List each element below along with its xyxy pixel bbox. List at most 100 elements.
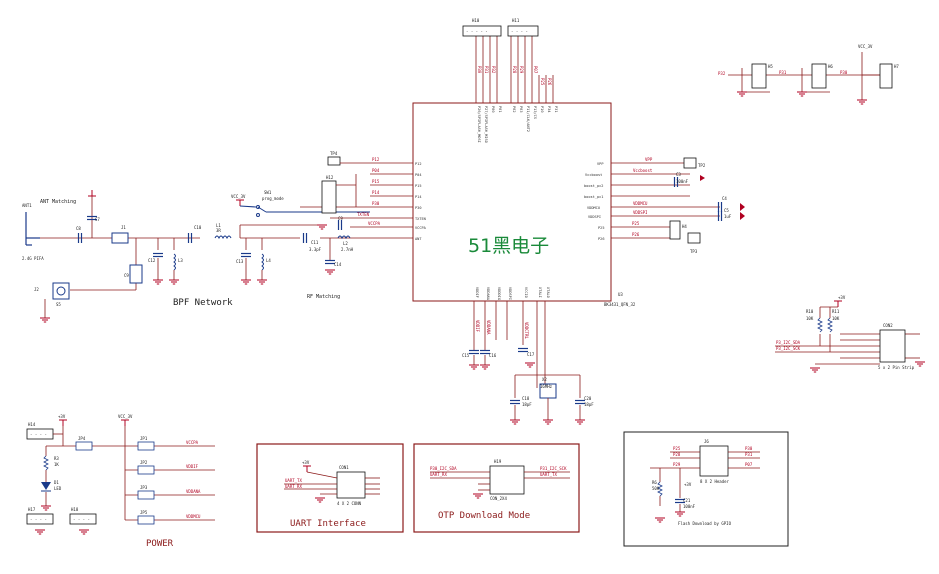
net-flash-p31: P31 bbox=[745, 452, 753, 457]
net-p31-tr: P31 bbox=[779, 70, 787, 75]
label-h12: H12 bbox=[326, 175, 334, 180]
gnd-arrows-right bbox=[700, 175, 745, 220]
ground-icon bbox=[524, 362, 536, 368]
label-c7: C7 bbox=[95, 217, 100, 222]
net-bot-1: VDDANA bbox=[486, 320, 491, 335]
label-tp3: TP3 bbox=[690, 249, 698, 254]
label-r11-val: 10K bbox=[832, 316, 840, 321]
capacitor-c11 bbox=[302, 232, 308, 244]
label-con-2x4: CON_2X4 bbox=[490, 496, 507, 501]
net-otp-tx: UART_TX bbox=[540, 472, 557, 477]
label-c9: C9 bbox=[124, 273, 129, 278]
pin-bot-4: VCCIO bbox=[524, 287, 528, 298]
vcc-label-con2: +3V bbox=[838, 295, 846, 300]
vcc3v-label-power: VCC_3V bbox=[118, 414, 133, 419]
ground-icon bbox=[509, 419, 521, 425]
svg-text:- - - -: - - - - bbox=[30, 432, 47, 437]
ground-icon bbox=[796, 91, 808, 97]
label-h18b: H18 bbox=[71, 507, 79, 512]
section-ant-matching: ANT Matching bbox=[40, 199, 76, 205]
label-r10: R10 bbox=[806, 309, 814, 314]
label-c9b: C9 bbox=[338, 216, 343, 221]
net-uart-tx: UART_TX bbox=[285, 478, 302, 483]
label-c14: C14 bbox=[334, 262, 342, 267]
net-p04: P04 bbox=[372, 168, 380, 173]
net-power-vddana: VDDANA bbox=[186, 489, 201, 494]
label-tp4: TP4 bbox=[330, 151, 338, 156]
pin-left-1: P04 bbox=[415, 173, 422, 177]
label-x2-val: 16MHz bbox=[540, 384, 553, 389]
net-p32-tr: P32 bbox=[718, 71, 726, 76]
ic-right-pins bbox=[611, 162, 720, 239]
ground-icon bbox=[34, 529, 46, 535]
ic-bottom-pins bbox=[473, 301, 546, 375]
net-con2-sda: P3_I2C_SDA bbox=[776, 340, 801, 345]
vcc-label-power: +3V bbox=[58, 414, 66, 419]
label-h5: H5 bbox=[768, 64, 773, 69]
uart-interface-box bbox=[256, 443, 404, 533]
pin-left-7: ANT bbox=[415, 237, 422, 241]
pin-left-6: VCCPA bbox=[415, 226, 427, 230]
svg-text:- - - -: - - - - bbox=[73, 517, 90, 522]
capacitor-c18 bbox=[509, 399, 521, 405]
pin-top-8: P10 bbox=[540, 106, 544, 113]
label-jp4: JP4 bbox=[78, 436, 86, 441]
pin-top-0: P26/SPIFLASH_MOSI bbox=[477, 106, 481, 143]
label-c16: C16 bbox=[489, 353, 497, 358]
net-flash-p07: P07 bbox=[745, 462, 753, 467]
jumper-jp4 bbox=[75, 441, 93, 451]
label-h17: H17 bbox=[28, 507, 36, 512]
net-bot-2: VDDCTRL bbox=[524, 322, 529, 339]
connector-con2 bbox=[879, 329, 906, 363]
label-vcc3v-sw: VCC_3V bbox=[231, 194, 246, 199]
ground-icon bbox=[39, 317, 51, 323]
resistor-r10 bbox=[817, 317, 823, 333]
net-vddspi: VDDSPI bbox=[633, 210, 648, 215]
label-c13: C13 bbox=[236, 259, 244, 264]
label-j2: J2 bbox=[34, 287, 39, 292]
vcc-icon bbox=[120, 419, 130, 427]
net-top-4: P29 bbox=[519, 66, 524, 74]
header-h4 bbox=[669, 220, 681, 240]
capacitor-c13 bbox=[240, 252, 252, 258]
label-ant1-type: 2.4G PIFA bbox=[22, 256, 44, 261]
net-uart-rx: UART_RX bbox=[285, 484, 302, 489]
ic-top-pins bbox=[475, 35, 554, 103]
ground-icon bbox=[324, 269, 336, 275]
label-r6: R6 bbox=[652, 480, 657, 485]
pin-top-4: P02 bbox=[512, 106, 516, 113]
section-rf-matching: RF Matching bbox=[307, 294, 340, 300]
net-p25: P25 bbox=[632, 221, 640, 226]
label-c20: C20 bbox=[584, 396, 592, 401]
ic-part: BK3431_QFN_32 bbox=[604, 302, 636, 307]
label-c11: C11 bbox=[311, 240, 319, 245]
net-power-vccpa: VCCPA bbox=[186, 440, 199, 445]
header-h10: - - - - - H10 bbox=[462, 18, 502, 37]
testpoint-tp3 bbox=[687, 232, 701, 244]
label-l2-val: 2.7nH bbox=[341, 247, 354, 252]
pin-right-6: P25 bbox=[598, 226, 605, 230]
coax-icon bbox=[56, 286, 66, 296]
pin-bot-1: VDDANA bbox=[486, 287, 490, 301]
pin-top-10: P31 bbox=[554, 106, 558, 113]
resistor-r6 bbox=[657, 481, 663, 497]
pin-left-0: P12 bbox=[415, 162, 422, 166]
net-p26: P26 bbox=[632, 232, 640, 237]
pin-left-5: TXTEN bbox=[415, 217, 426, 221]
vcc-icon bbox=[833, 300, 843, 308]
pin-left-3: P14 bbox=[415, 195, 422, 199]
testpoint-tp4 bbox=[327, 156, 341, 166]
section-bpf-network: BPF Network bbox=[173, 298, 233, 308]
ic-left-pins bbox=[320, 162, 413, 239]
header-h11: - - - - H11 bbox=[507, 18, 539, 37]
net-top-5: P07 bbox=[533, 66, 538, 74]
vcc-label-flash: +3V bbox=[684, 482, 692, 487]
label-c21: C21 bbox=[683, 498, 691, 503]
pin-bot-3: VDDSPI bbox=[508, 287, 512, 300]
pin-top-6: P11/CLK/ANT2 bbox=[526, 106, 530, 132]
jumper-jp5 bbox=[137, 515, 155, 525]
ground-icon bbox=[78, 529, 90, 535]
net-otp-sck: P31_I2C_SCK bbox=[540, 466, 567, 471]
ground-icon bbox=[240, 279, 252, 285]
net-vccpa: VCCPA bbox=[368, 221, 381, 226]
